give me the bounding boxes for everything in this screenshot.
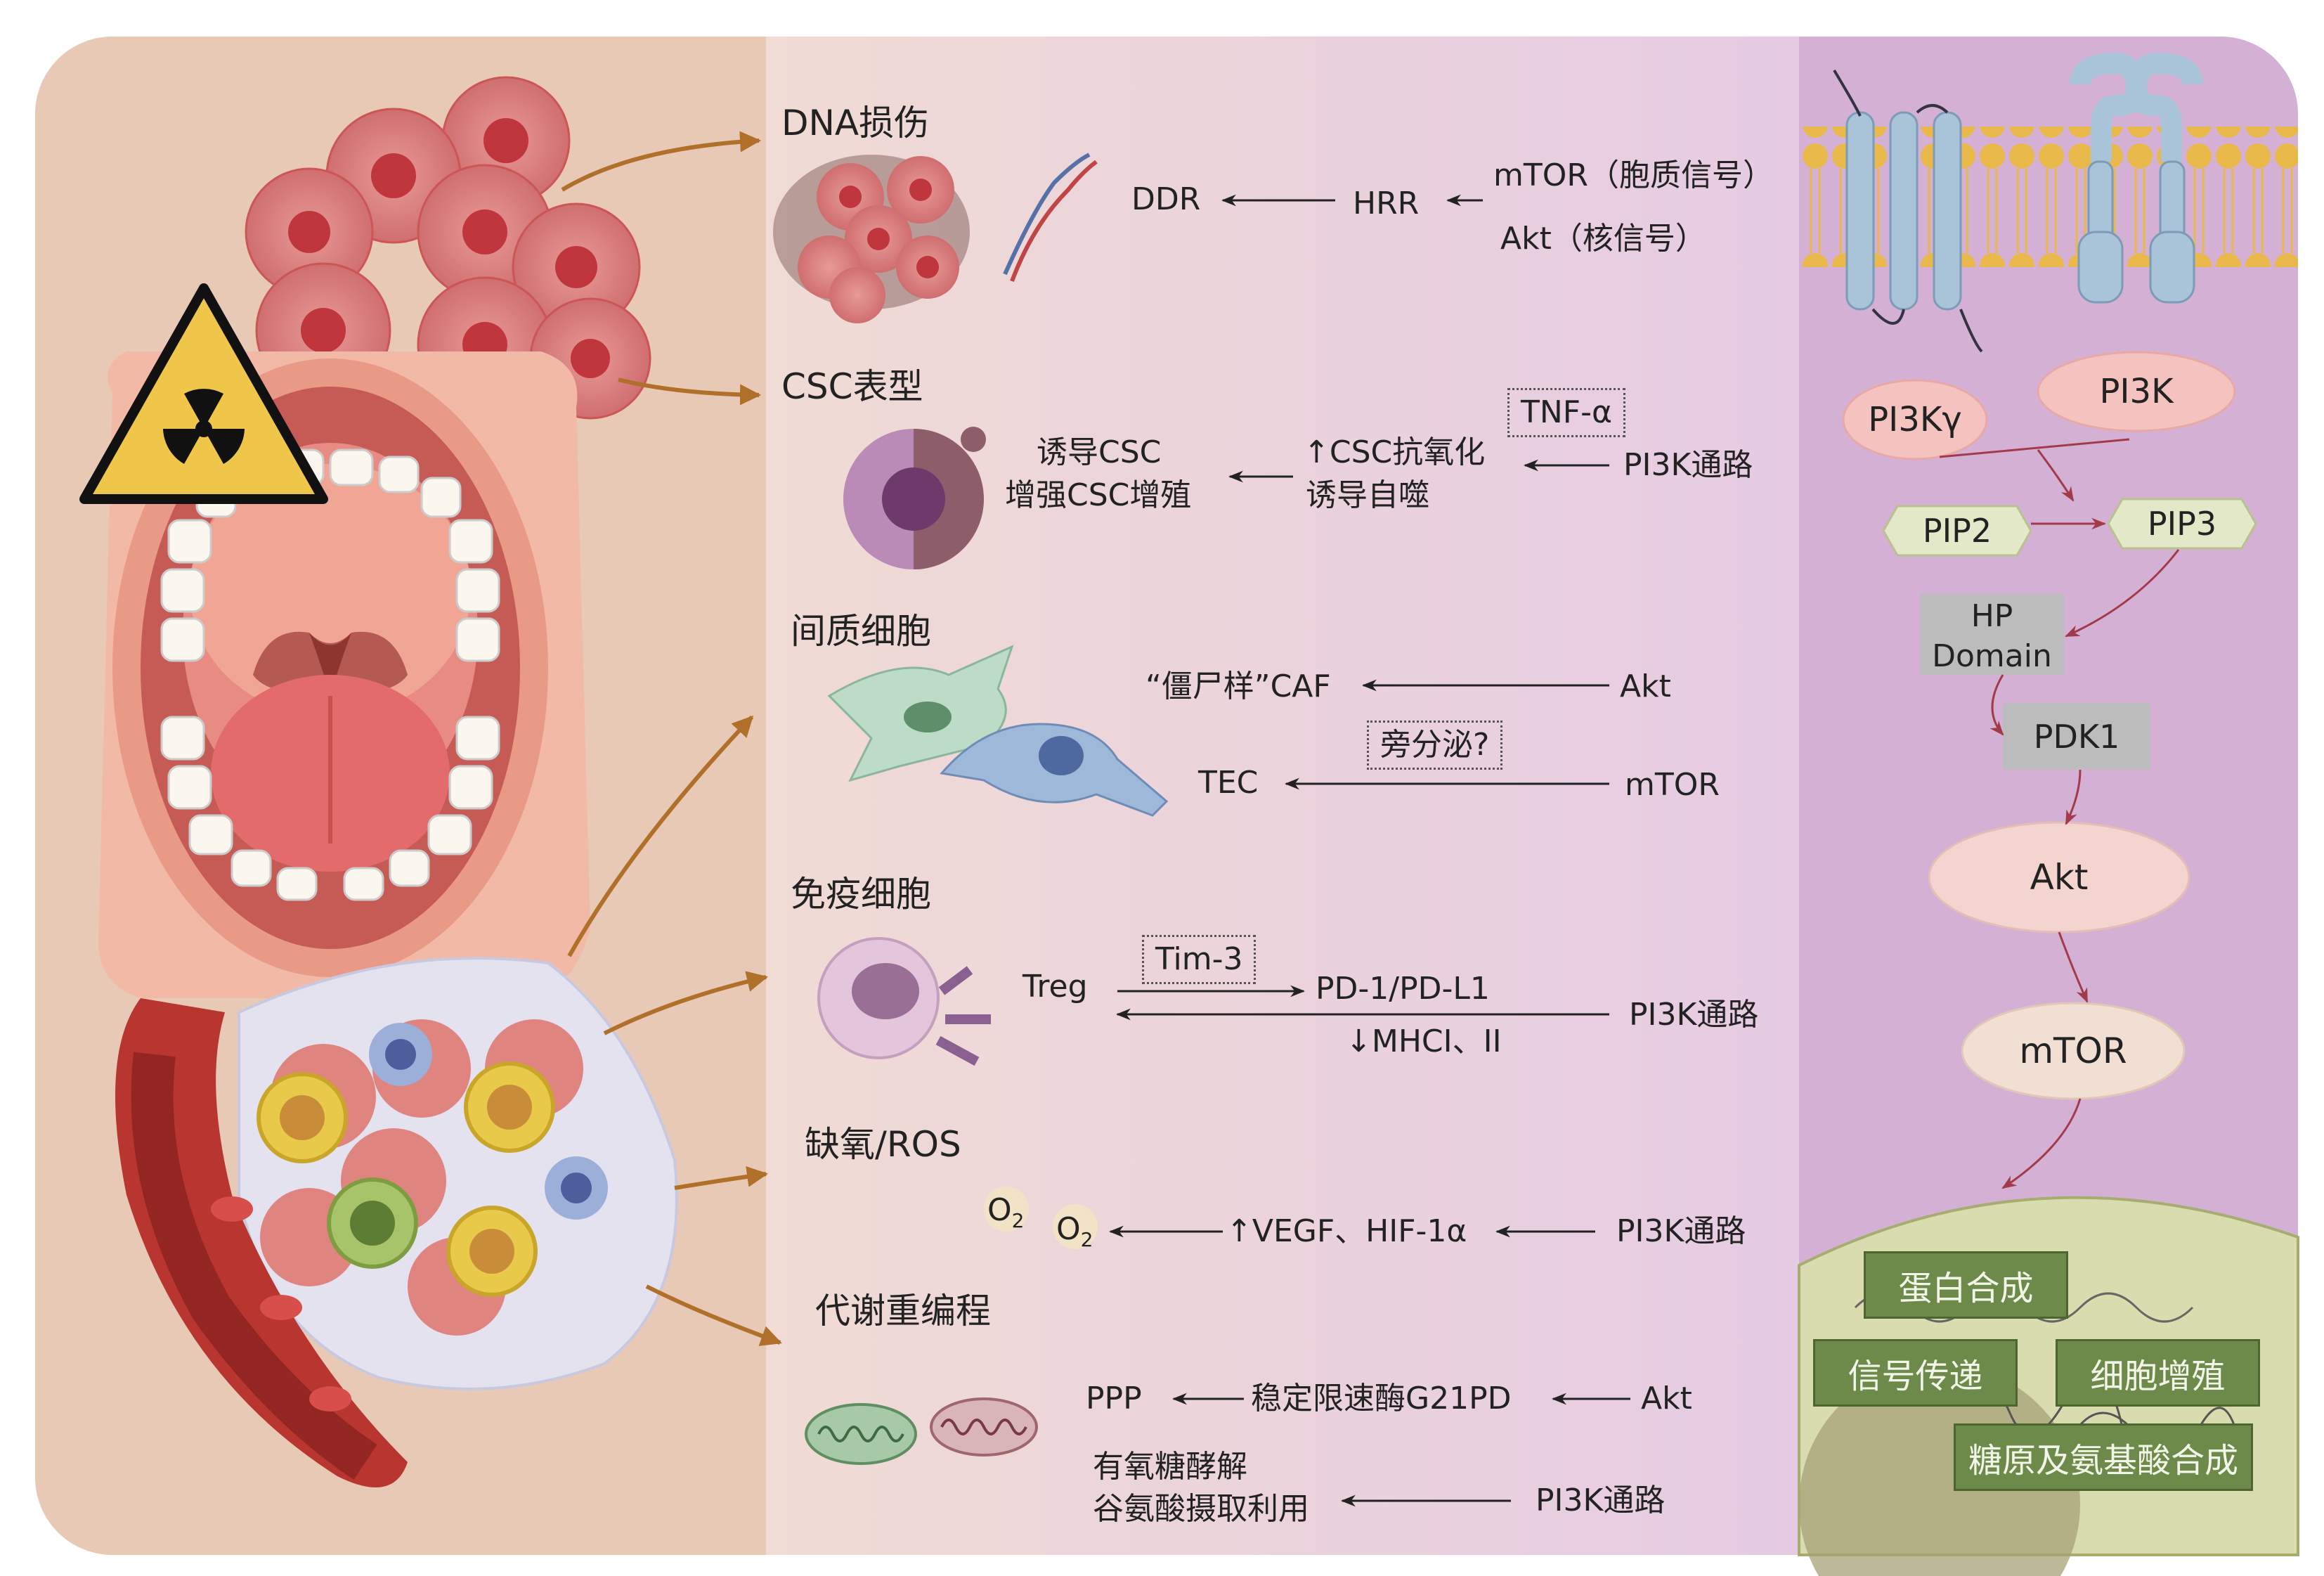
node-pi3k: PI3K [2099, 372, 2174, 411]
label-paracrine: 旁分泌? [1367, 721, 1503, 770]
radiation-warning-icon [79, 283, 328, 504]
label-o2-second: O2 [1056, 1211, 1093, 1251]
section-immune: 免疫细胞 [791, 874, 931, 915]
label-autophagy: 诱导自噬 [1306, 477, 1429, 513]
arrow-to-metab [645, 1284, 782, 1346]
left-arrows [561, 131, 782, 1346]
label-stroma-akt: Akt [1620, 668, 1671, 704]
label-g6pd: 稳定限速酶G21PD [1251, 1381, 1512, 1416]
csc-cell [843, 427, 986, 569]
arrow-to-csc [618, 377, 761, 406]
label-csc-antioxidant: ↑CSC抗氧化 [1304, 434, 1486, 470]
mouth-illustration [98, 351, 590, 998]
label-metab-akt: Akt [1641, 1381, 1692, 1416]
node-hp: HP [1971, 598, 2013, 634]
label-vegf-hif: ↑VEGF、HIF-1α [1226, 1213, 1467, 1249]
treg-cell [817, 937, 991, 1066]
label-tec: TEC [1198, 765, 1259, 801]
label-zombie-caf: “僵尸样”CAF [1145, 668, 1331, 704]
label-hypoxia-pi3k: PI3K通路 [1616, 1213, 1746, 1249]
node-akt: Akt [2030, 857, 2089, 898]
label-mtor-cytoplasm: mTOR（胞质信号） [1493, 157, 1774, 193]
label-treg: Treg [1023, 969, 1088, 1005]
section-csc: CSC表型 [781, 366, 923, 407]
node-pip3: PIP3 [2147, 505, 2217, 543]
label-tim3: Tim-3 [1142, 935, 1257, 984]
label-tnf-alpha: TNF-α [1507, 388, 1625, 437]
node-pdk1: PDK1 [2033, 717, 2120, 756]
node-domain: Domain [1932, 638, 2052, 674]
node-pi3k-gamma: PI3Kγ [1868, 400, 1962, 439]
section-stroma: 间质细胞 [791, 611, 931, 652]
section-metabolism: 代谢重编程 [815, 1291, 991, 1331]
label-ddr: DDR [1131, 181, 1201, 217]
label-pd1-pdl1: PD-1/PD-L1 [1316, 971, 1490, 1007]
label-immune-pi3k: PI3K通路 [1629, 997, 1759, 1033]
label-glutamate-uptake: 谷氨酸摄取利用 [1093, 1491, 1309, 1527]
label-akt-nuclear: Akt（核信号） [1500, 221, 1706, 257]
label-induce-csc: 诱导CSC [1037, 434, 1162, 470]
mitochondria [805, 1397, 1038, 1465]
label-aerobic-glycolysis: 有氧糖酵解 [1093, 1449, 1247, 1485]
label-csc-pi3k: PI3K通路 [1623, 447, 1753, 483]
receptor-rtk [2070, 52, 2203, 304]
section-dna-damage: DNA损伤 [781, 103, 930, 143]
middle-arrows [1108, 194, 1630, 1507]
pathway-shapes [1842, 351, 2257, 1100]
output-cell-proliferation: 细胞增殖 [2056, 1339, 2260, 1407]
label-enhance-csc: 增强CSC增殖 [1005, 477, 1192, 513]
pathway-arrows [1939, 438, 2180, 1189]
dna-damage-cells [773, 153, 1098, 323]
cell-membrane [1799, 127, 2298, 267]
arrow-to-immune [603, 971, 768, 1035]
label-mhc: ↓MHCI、II [1346, 1023, 1502, 1059]
node-mtor: mTOR [2019, 1031, 2127, 1071]
arrow-to-dna [561, 131, 761, 192]
arrow-to-stroma [567, 715, 754, 957]
tumor-cluster-top [245, 76, 651, 420]
output-glycogen-aa-synthesis: 糖原及氨基酸合成 [1954, 1423, 2253, 1491]
label-o2-first: O2 [987, 1192, 1025, 1232]
tumor-microenvironment [115, 957, 678, 1487]
section-hypoxia: 缺氧/ROS [805, 1124, 961, 1165]
receptor-gpcr [1833, 69, 1983, 353]
node-pip2: PIP2 [1922, 512, 1992, 550]
label-metab-pi3k: PI3K通路 [1536, 1483, 1666, 1518]
label-hrr: HRR [1353, 186, 1420, 221]
output-signal-transduction: 信号传递 [1813, 1339, 2018, 1407]
output-protein-synthesis: 蛋白合成 [1864, 1251, 2068, 1319]
label-ppp: PPP [1086, 1381, 1142, 1416]
arrow-to-hypoxia [674, 1165, 768, 1190]
oxygen-molecules [984, 1187, 1098, 1249]
label-stroma-mtor: mTOR [1625, 767, 1720, 803]
stromal-cells [827, 645, 1169, 817]
